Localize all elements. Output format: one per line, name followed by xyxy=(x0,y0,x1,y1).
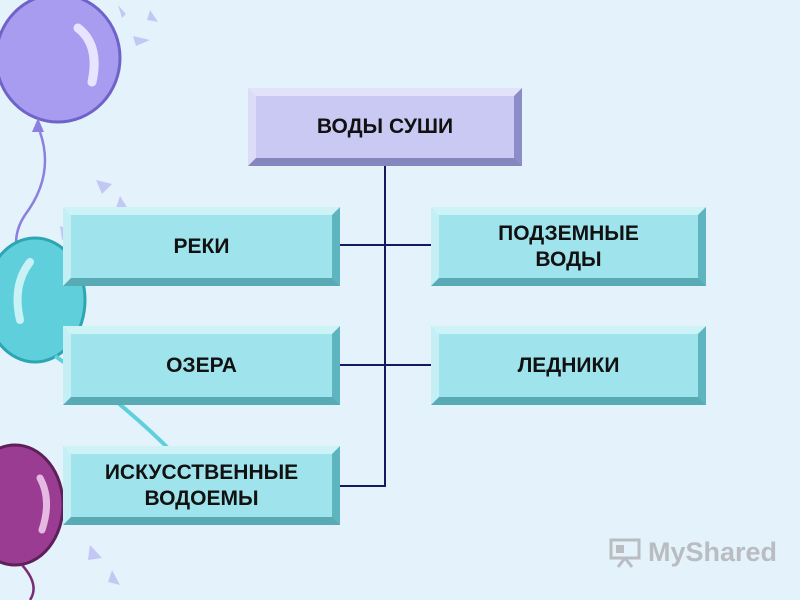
connector-trunk xyxy=(384,166,386,487)
node-label: ЛЕДНИКИ xyxy=(517,353,620,377)
node-label: ИСКУССТВЕННЫЕ ВОДОЕМЫ xyxy=(104,460,299,510)
node-label: ПОДЗЕМНЫЕ ВОДЫ xyxy=(498,221,639,271)
node-reki: РЕКИ xyxy=(63,207,340,286)
watermark: MyShared xyxy=(608,536,777,568)
node-ozera: ОЗЕРА xyxy=(63,326,340,405)
connector-left-ozera xyxy=(340,364,385,366)
connector-right-ledniki xyxy=(385,364,431,366)
node-ledniki: ЛЕДНИКИ xyxy=(431,326,706,405)
presentation-board-icon xyxy=(609,538,641,568)
watermark-text: MyShared xyxy=(648,536,778,567)
root-node-label: ВОДЫ СУШИ xyxy=(316,115,454,138)
balloon-magenta xyxy=(0,443,65,600)
root-node: ВОДЫ СУШИ xyxy=(248,88,522,166)
connector-right-podzemnye xyxy=(385,244,431,246)
connector-left-reki xyxy=(340,244,385,246)
node-podzemnye-vody: ПОДЗЕМНЫЕ ВОДЫ xyxy=(431,207,706,286)
connector-left-iskusstvennye xyxy=(340,485,386,487)
node-label: ОЗЕРА xyxy=(166,353,237,377)
node-label: РЕКИ xyxy=(173,234,230,258)
node-iskusstvennye-vodoemy: ИСКУССТВЕННЫЕ ВОДОЕМЫ xyxy=(63,446,340,525)
